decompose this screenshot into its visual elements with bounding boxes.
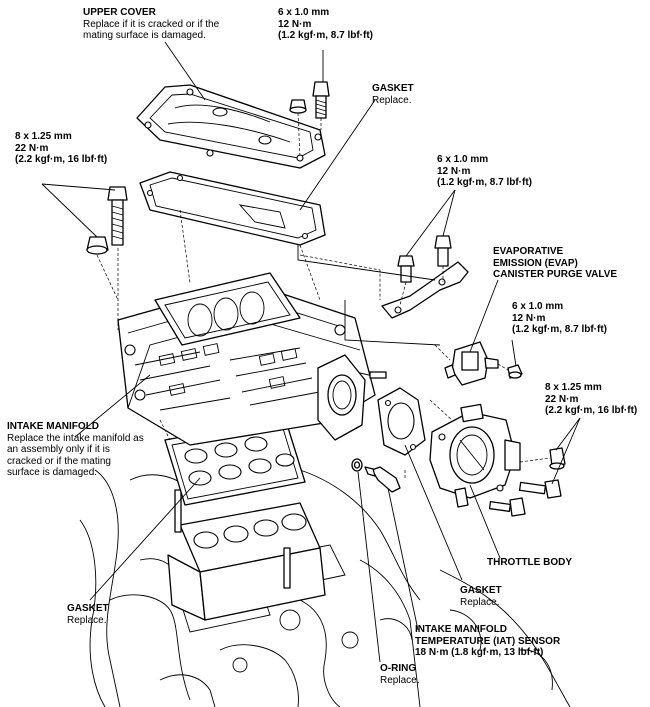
lower-gasket-title: GASKET bbox=[67, 603, 109, 614]
throttle-gasket bbox=[377, 387, 426, 456]
upper-cover bbox=[136, 84, 326, 169]
o-ring-note: Replace. bbox=[380, 674, 420, 686]
left-bolt-spec-label: 8 x 1.25 mm 22 N·m (2.2 kgf·m, 16 lbf·ft… bbox=[15, 131, 107, 166]
alignment-lines bbox=[96, 112, 551, 480]
throttle-bolt-torque: 22 N·m bbox=[545, 393, 579, 405]
evap-purge-valve bbox=[444, 341, 523, 386]
manifold-left-bolts bbox=[86, 186, 128, 255]
throttle-body-title: THROTTLE BODY bbox=[487, 557, 572, 568]
lower-intake-ports bbox=[167, 489, 326, 621]
throttle-gasket-note: Replace. bbox=[460, 596, 500, 608]
throttle-gasket-label: GASKET Replace. bbox=[460, 585, 502, 608]
upper-bolt-torque: 12 N·m bbox=[278, 18, 312, 30]
throttle-bolt-size: 8 x 1.25 mm bbox=[545, 382, 602, 393]
bracket-bolt-spec-label: 6 x 1.0 mm 12 N·m (1.2 kgf·m, 8.7 lbf·ft… bbox=[437, 154, 532, 189]
lower-gasket-note: Replace. bbox=[67, 614, 107, 626]
iat-sensor bbox=[351, 458, 401, 493]
evap-bolt-size: 6 x 1.0 mm bbox=[512, 301, 564, 312]
bracket-bolt-size: 6 x 1.0 mm bbox=[437, 154, 489, 165]
bracket-bolt-torque-alt: (1.2 kgf·m, 8.7 lbf·ft) bbox=[437, 177, 533, 188]
upper-gasket-label: GASKET Replace. bbox=[372, 83, 414, 106]
iat-sensor-line-2: TEMPERATURE (IAT) SENSOR bbox=[415, 635, 561, 647]
evap-bolt-torque-alt: (1.2 kgf·m, 8.7 lbf·ft) bbox=[512, 324, 608, 335]
o-ring-label: O-RING Replace. bbox=[380, 663, 419, 686]
evap-valve-line-3: CANISTER PURGE VALVE bbox=[493, 269, 618, 280]
intake-manifold-note-1: Replace the intake manifold as bbox=[7, 432, 144, 444]
evap-valve-line-2: EMISSION (EVAP) bbox=[493, 257, 578, 269]
left-bolt-torque: 22 N·m bbox=[15, 142, 49, 154]
iat-sensor-label: INTAKE MANIFOLD TEMPERATURE (IAT) SENSOR… bbox=[415, 624, 560, 659]
evap-bracket bbox=[381, 235, 469, 319]
upper-gasket-title: GASKET bbox=[372, 83, 414, 94]
lower-gasket-label: GASKET Replace. bbox=[67, 603, 109, 626]
throttle-bolt-torque-alt: (2.2 kgf·m, 16 lbf·ft) bbox=[545, 405, 638, 416]
intake-manifold bbox=[117, 272, 387, 446]
throttle-body bbox=[429, 403, 521, 508]
intake-manifold-note-4: surface is damaged. bbox=[7, 467, 98, 478]
bracket-bolt-torque: 12 N·m bbox=[437, 165, 471, 177]
iat-sensor-line-1: INTAKE MANIFOLD bbox=[415, 624, 508, 635]
upper-cover-note-2: mating surface is damaged. bbox=[83, 30, 206, 41]
leader-lines bbox=[41, 41, 581, 663]
upper-bolt-size: 6 x 1.0 mm bbox=[278, 7, 330, 18]
iat-sensor-spec: 18 N·m (1.8 kgf·m, 13 lbf·ft) bbox=[415, 647, 544, 658]
evap-bolt-spec-label: 6 x 1.0 mm 12 N·m (1.2 kgf·m, 8.7 lbf·ft… bbox=[512, 301, 607, 336]
evap-valve-line-1: EVAPORATIVE bbox=[493, 246, 564, 257]
upper-cover-title: UPPER COVER bbox=[83, 7, 156, 18]
throttle-bolt-spec-label: 8 x 1.25 mm 22 N·m (2.2 kgf·m, 16 lbf·ft… bbox=[545, 382, 637, 417]
upper-gasket-note: Replace. bbox=[372, 94, 412, 106]
throttle-gasket-title: GASKET bbox=[460, 585, 502, 596]
upper-gasket bbox=[139, 171, 326, 246]
intake-manifold-note-3: cracked or if the mating bbox=[7, 455, 111, 467]
intake-manifold-note-2: an assembly only if it is bbox=[7, 444, 110, 455]
upper-cover-label: UPPER COVER Replace if it is cracked or … bbox=[83, 7, 219, 42]
upper-bolt-torque-alt: (1.2 kgf·m, 8.7 lbf·ft) bbox=[278, 30, 374, 41]
intake-manifold-label: INTAKE MANIFOLD Replace the intake manif… bbox=[7, 421, 144, 479]
evap-bolt-torque: 12 N·m bbox=[512, 312, 546, 324]
upper-bolt-spec-label: 6 x 1.0 mm 12 N·m (1.2 kgf·m, 8.7 lbf·ft… bbox=[278, 7, 373, 42]
upper-cover-note-1: Replace if it is cracked or if the bbox=[83, 18, 220, 30]
upper-cover-bolts bbox=[289, 81, 330, 119]
throttle-body-label: THROTTLE BODY bbox=[487, 557, 572, 569]
left-bolt-size: 8 x 1.25 mm bbox=[15, 131, 72, 142]
evap-valve-label: EVAPORATIVE EMISSION (EVAP) CANISTER PUR… bbox=[493, 246, 617, 281]
intake-manifold-title: INTAKE MANIFOLD bbox=[7, 421, 100, 432]
left-bolt-torque-alt: (2.2 kgf·m, 16 lbf·ft) bbox=[15, 154, 108, 165]
o-ring-title: O-RING bbox=[380, 663, 417, 674]
